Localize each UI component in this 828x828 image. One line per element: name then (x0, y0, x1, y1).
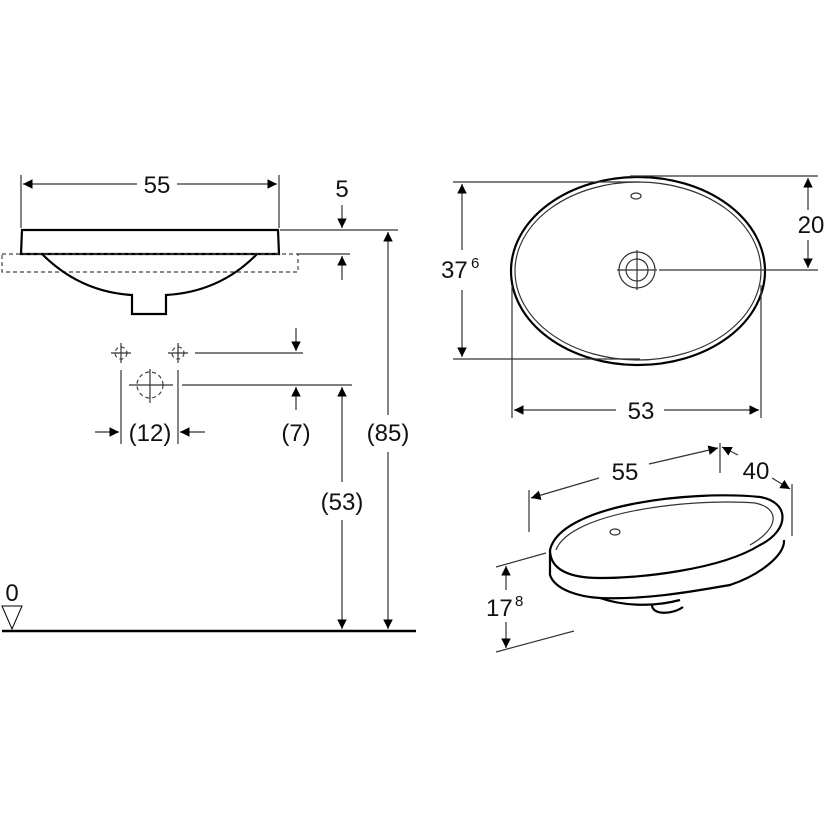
front-width-label: 55 (144, 172, 171, 199)
drain-icon (617, 250, 657, 290)
floor-level-label: 0 (5, 580, 18, 607)
level-marker-icon (1, 605, 23, 631)
iso-height-sup: 8 (515, 593, 523, 610)
drain-offset-label: 20 (798, 212, 825, 239)
waste-offset-label: (7) (281, 420, 310, 447)
waste-outlet-icon (129, 369, 173, 403)
rim-height-label: (85) (367, 420, 410, 447)
iso-width-label: 40 (743, 458, 770, 485)
iso-height-label: 17 (486, 595, 513, 622)
basin-rim (19, 228, 281, 256)
plan-view: 37 6 20 53 (441, 175, 825, 425)
plan-width-label: 53 (628, 398, 655, 425)
iso-length-label: 55 (612, 459, 639, 486)
tap-spacing-label: (12) (129, 420, 172, 447)
isometric-view: 55 40 17 8 (486, 443, 793, 653)
iso-tap-hole-icon (609, 528, 621, 536)
plan-depth-sup: 6 (471, 255, 479, 272)
waste-height-label: (53) (321, 489, 364, 516)
iso-drain (650, 604, 684, 614)
basin-inner-outline (514, 181, 762, 361)
tap-hole-left-icon (111, 343, 131, 363)
tap-hole-right-icon (168, 343, 188, 363)
tap-hole-icon (630, 192, 642, 200)
iso-rim-top (548, 494, 784, 580)
plan-depth-label: 37 (441, 257, 468, 284)
front-elevation-view: 55 5 (1, 172, 416, 633)
iso-rim-side (548, 539, 786, 600)
basin-outer-outline (509, 175, 767, 367)
rim-thickness-label: 5 (335, 176, 348, 203)
basin-bowl (41, 253, 258, 316)
countertop-outline (1, 253, 299, 273)
